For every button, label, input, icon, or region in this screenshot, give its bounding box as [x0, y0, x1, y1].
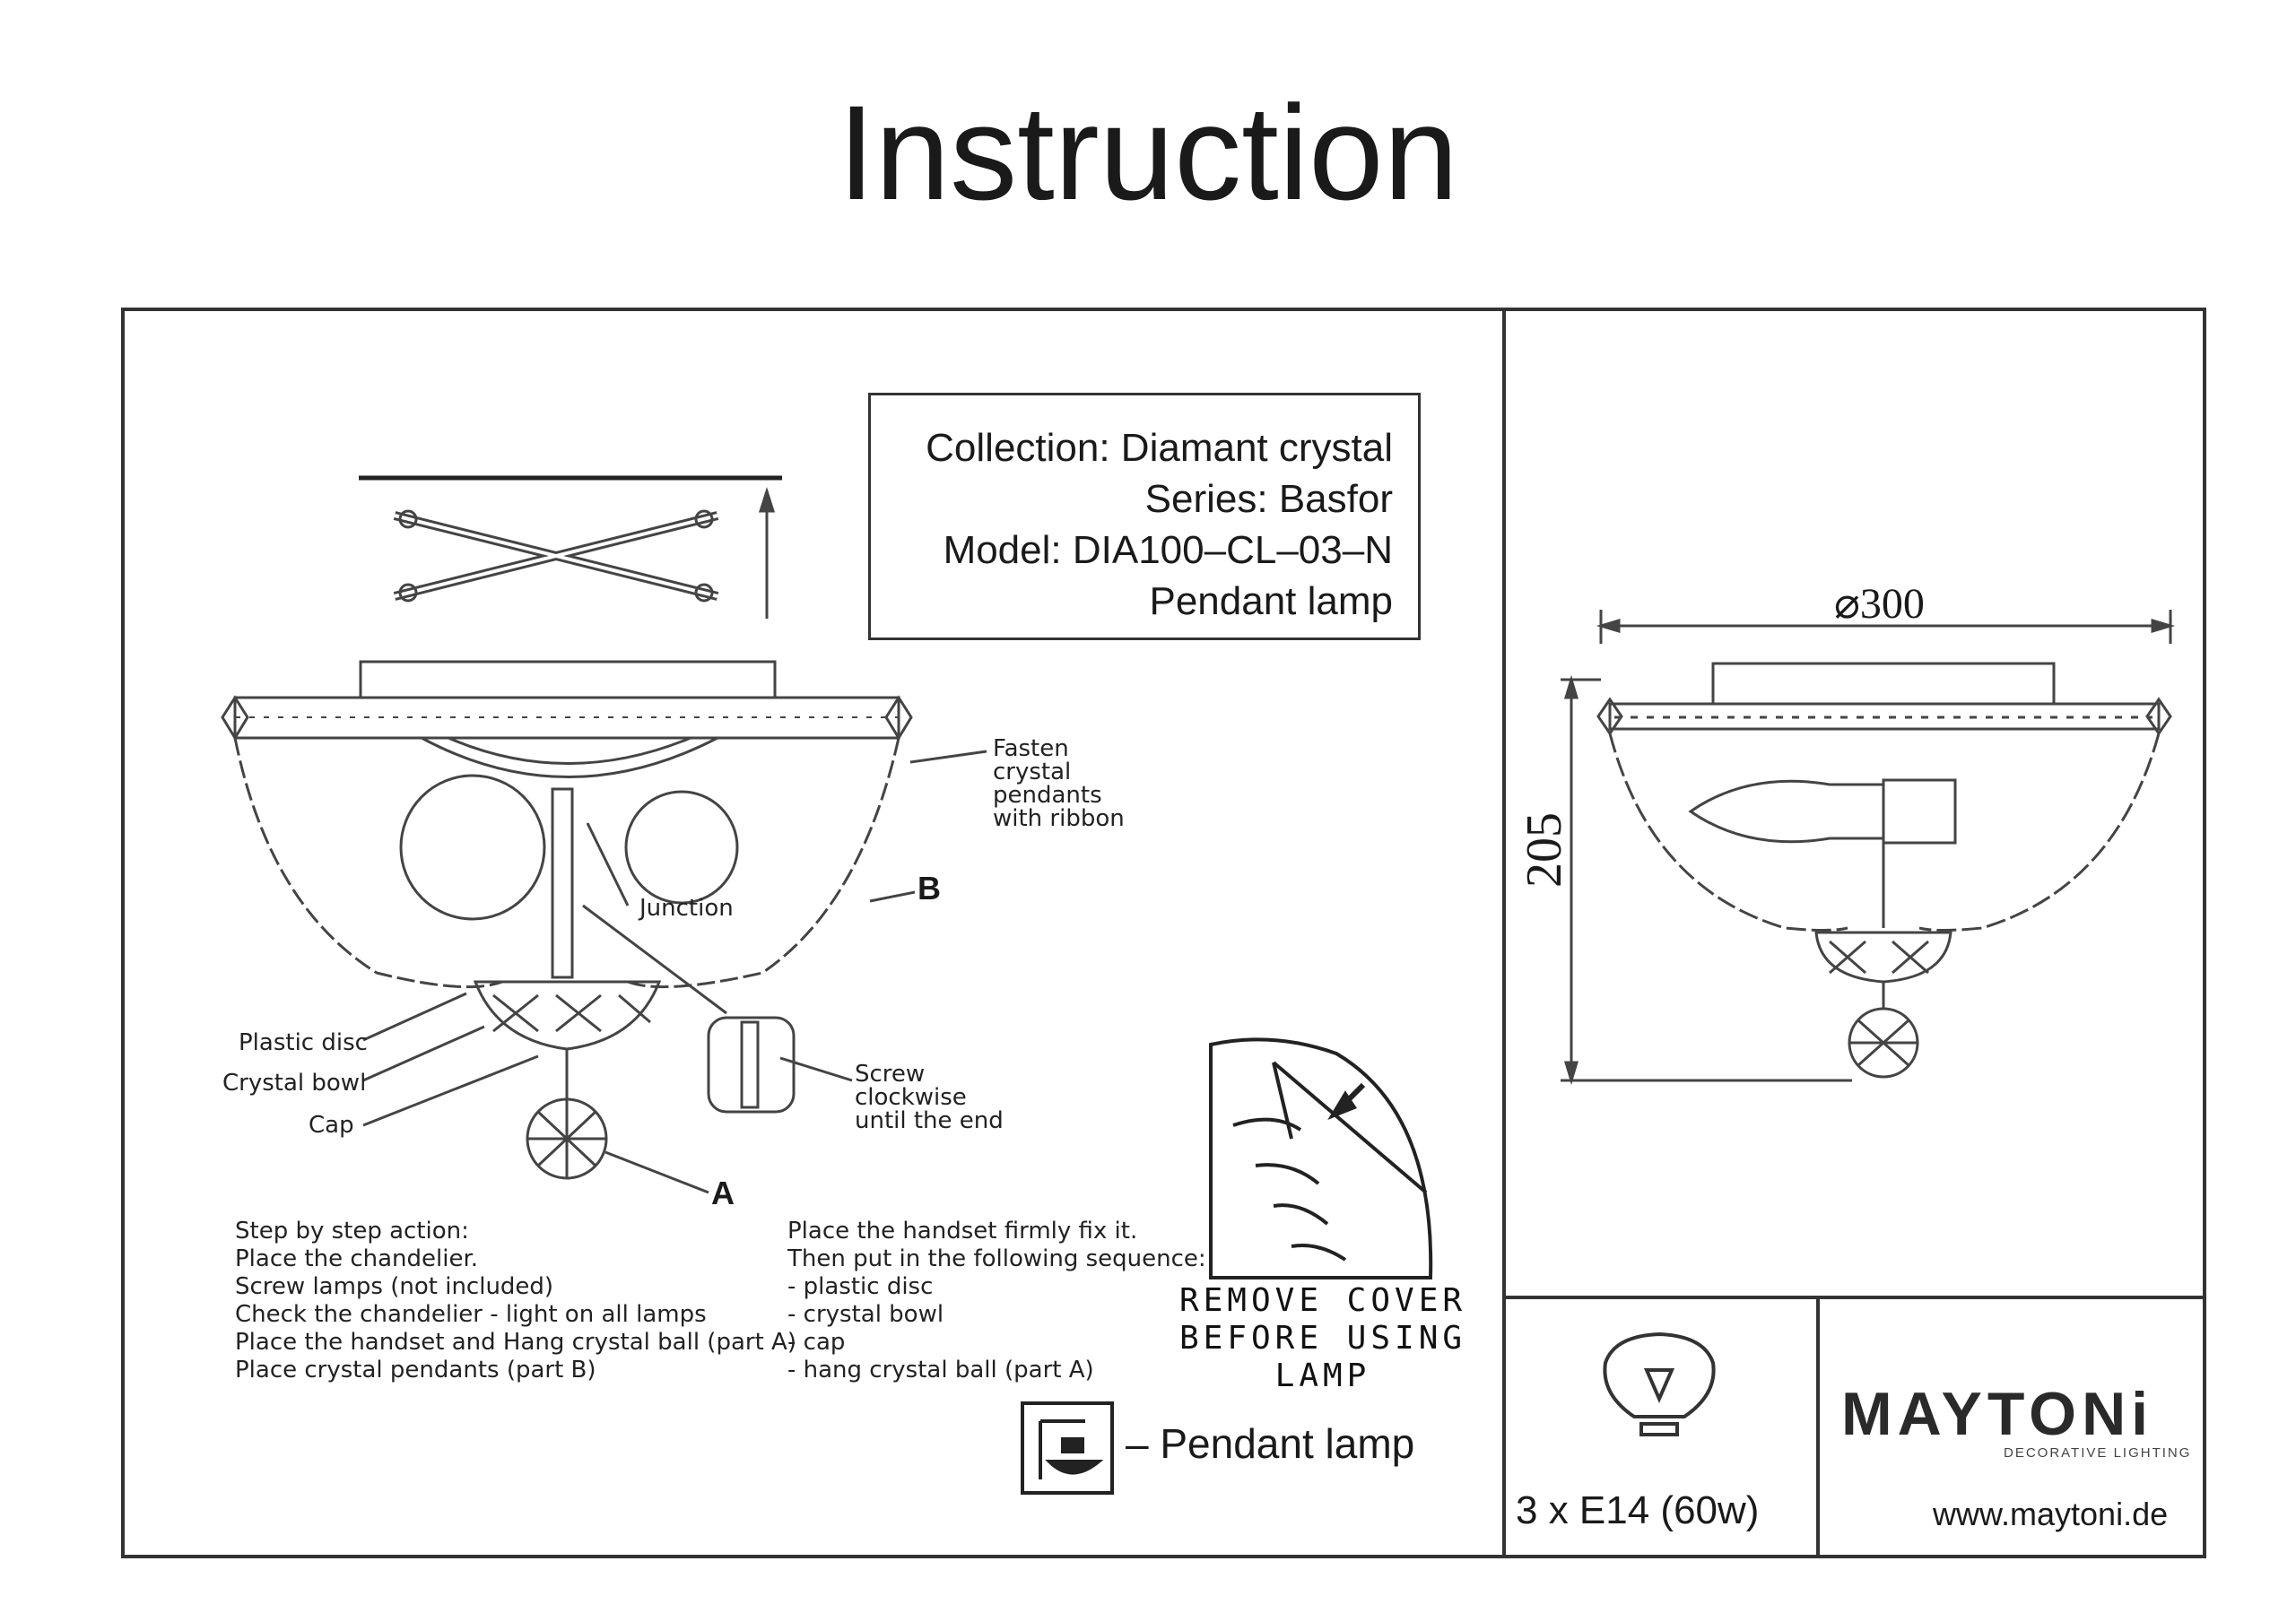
steps-left: Step by step action: Place the chandelie…	[235, 1218, 796, 1383]
series-text: Series: Basfor	[1144, 477, 1393, 521]
crystal-bowl-label: Crystal bowl	[222, 1070, 367, 1097]
part-a-label: A	[711, 1175, 735, 1211]
steps-right: Place the handset firmly fix it. Then pu…	[787, 1218, 1206, 1383]
pendant-legend-text: – Pendant lamp	[1126, 1420, 1415, 1467]
website-link[interactable]: www.maytoni.de	[1933, 1496, 2169, 1532]
plastic-disc-label: Plastic disc	[239, 1029, 368, 1056]
junction-label: Junction	[639, 895, 734, 922]
lamp-spec: 3 x E14 (60w)	[1516, 1488, 1760, 1532]
diameter-dimension: ⌀300	[1834, 580, 1925, 628]
part-b-label: B	[918, 870, 941, 906]
page-title: Instruction	[838, 77, 1458, 228]
brand-divider	[1816, 1296, 1820, 1558]
remove-cover-text: REMOVE COVER BEFORE USING LAMP	[1178, 1282, 1467, 1394]
product-info-box: Collection: Diamant crystal Series: Basf…	[868, 393, 1421, 640]
brand-logo: MAYTONi	[1841, 1380, 2154, 1448]
fasten-label: Fasten crystal pendants with ribbon	[993, 735, 1125, 832]
collection-text: Collection: Diamant crystal	[926, 426, 1393, 470]
cap-label: Cap	[309, 1112, 354, 1139]
height-dimension: 205	[1517, 812, 1572, 888]
right-panel-divider	[1502, 308, 1506, 1558]
instruction-frame	[121, 308, 2206, 1558]
type-text: Pendant lamp	[1149, 579, 1393, 623]
remove-cover-icon	[1209, 1037, 1433, 1279]
spec-divider	[1502, 1296, 2206, 1299]
model-text: Model: DIA100–CL–03–N	[943, 528, 1393, 572]
screw-label: Screw clockwise until the end	[855, 1061, 1004, 1134]
brand-subtitle: DECORATIVE LIGHTING	[2004, 1445, 2192, 1461]
pendant-lamp-icon	[1021, 1401, 1114, 1495]
bulb-icon	[1603, 1331, 1716, 1436]
